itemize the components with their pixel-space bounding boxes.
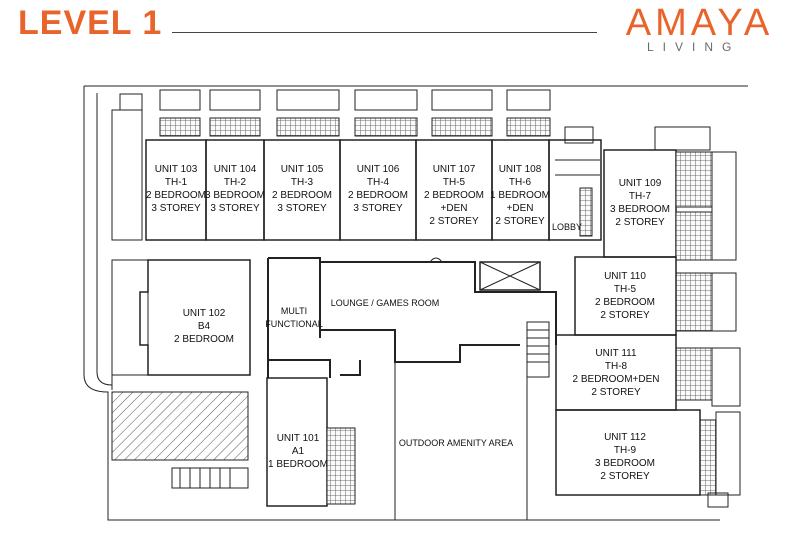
unit-103-line: 3 STOREY (151, 203, 201, 214)
lounge-label: LOUNGE / GAMES ROOM (331, 298, 440, 308)
unit-108-line: UNIT 108 (499, 164, 542, 175)
unit-111-line: UNIT 111 (595, 348, 637, 359)
unit-108-line: +DEN (507, 203, 534, 214)
unit-112-line: UNIT 112 (604, 432, 646, 443)
unit-111-line: 2 BEDROOM+DEN (573, 374, 660, 385)
unit-104-line: UNIT 104 (214, 164, 257, 175)
unit-109-line: 2 STOREY (615, 217, 665, 228)
unit-112-outline (555, 409, 701, 496)
multi-functional-label-2: FUNCTIONAL (265, 319, 323, 329)
unit-103-line: UNIT 103 (155, 164, 198, 175)
unit-102-outline (139, 259, 251, 376)
unit-106-line: 3 STOREY (353, 203, 403, 214)
unit-106-line: 2 BEDROOM (348, 190, 408, 201)
multi-functional-label-1: MULTI (281, 306, 307, 316)
lobby-label: LOBBY (552, 222, 582, 232)
unit-110-line: 2 BEDROOM (595, 297, 655, 308)
parking-ramp (111, 391, 249, 461)
unit-105-line: 2 BEDROOM (272, 190, 332, 201)
unit-112-line: 3 BEDROOM (595, 458, 655, 469)
unit-107-line: UNIT 107 (433, 164, 476, 175)
terrace-103 (159, 89, 201, 111)
unit-109-line: 3 BEDROOM (610, 204, 670, 215)
unit-106-line: TH-4 (367, 177, 390, 188)
unit-110-line: UNIT 110 (604, 271, 646, 282)
title-rule (172, 32, 597, 33)
unit-108-line: 1 BEDROOM (490, 190, 550, 201)
unit-102-line: UNIT 102 (183, 308, 226, 319)
unit-104-line: TH-2 (224, 177, 247, 188)
unit-112-line: 2 STOREY (600, 471, 650, 482)
unit-102-line: 2 BEDROOM (174, 334, 234, 345)
unit-110-outline (574, 256, 677, 336)
unit-101-line: A1 (292, 446, 305, 457)
unit-111-line: 2 STOREY (591, 387, 641, 398)
unit-111-outline (555, 334, 677, 411)
unit-102-line: B4 (198, 321, 211, 332)
unit-105-line: TH-3 (291, 177, 314, 188)
unit-104-line: 3 BEDROOM (205, 190, 265, 201)
unit-105-line: UNIT 105 (281, 164, 324, 175)
unit-108-line: 2 STOREY (495, 216, 545, 227)
unit-107-line: +DEN (441, 203, 468, 214)
unit-101-line: UNIT 101 (277, 433, 320, 444)
unit-107-line: 2 BEDROOM (424, 190, 484, 201)
unit-103-line: TH-1 (165, 177, 188, 188)
unit-101-line: 1 BEDROOM (268, 459, 328, 470)
lobby-outline (548, 139, 602, 241)
unit-109-line: TH-7 (629, 191, 652, 202)
unit-103-line: 2 BEDROOM (146, 190, 206, 201)
unit-112-line: TH-9 (614, 445, 637, 456)
unit-108-line: TH-6 (509, 177, 532, 188)
unit-104-line: 3 STOREY (210, 203, 260, 214)
unit-110-line: 2 STOREY (600, 310, 650, 321)
unit-107-line: TH-5 (443, 177, 466, 188)
outdoor-amenity-label: OUTDOOR AMENITY AREA (399, 438, 513, 448)
unit-106-line: UNIT 106 (357, 164, 400, 175)
logo-word: AMAYA (625, 2, 774, 44)
unit-110-line: TH-5 (614, 284, 637, 295)
unit-107-line: 2 STOREY (429, 216, 479, 227)
level-title: LEVEL 1 (18, 4, 163, 42)
unit-109-line: UNIT 109 (619, 178, 662, 189)
unit-111-line: TH-8 (605, 361, 628, 372)
logo-sub: LIVING (647, 40, 741, 54)
unit-105-line: 3 STOREY (277, 203, 327, 214)
amaya-logo: AMAYA LIVING (607, 2, 792, 54)
